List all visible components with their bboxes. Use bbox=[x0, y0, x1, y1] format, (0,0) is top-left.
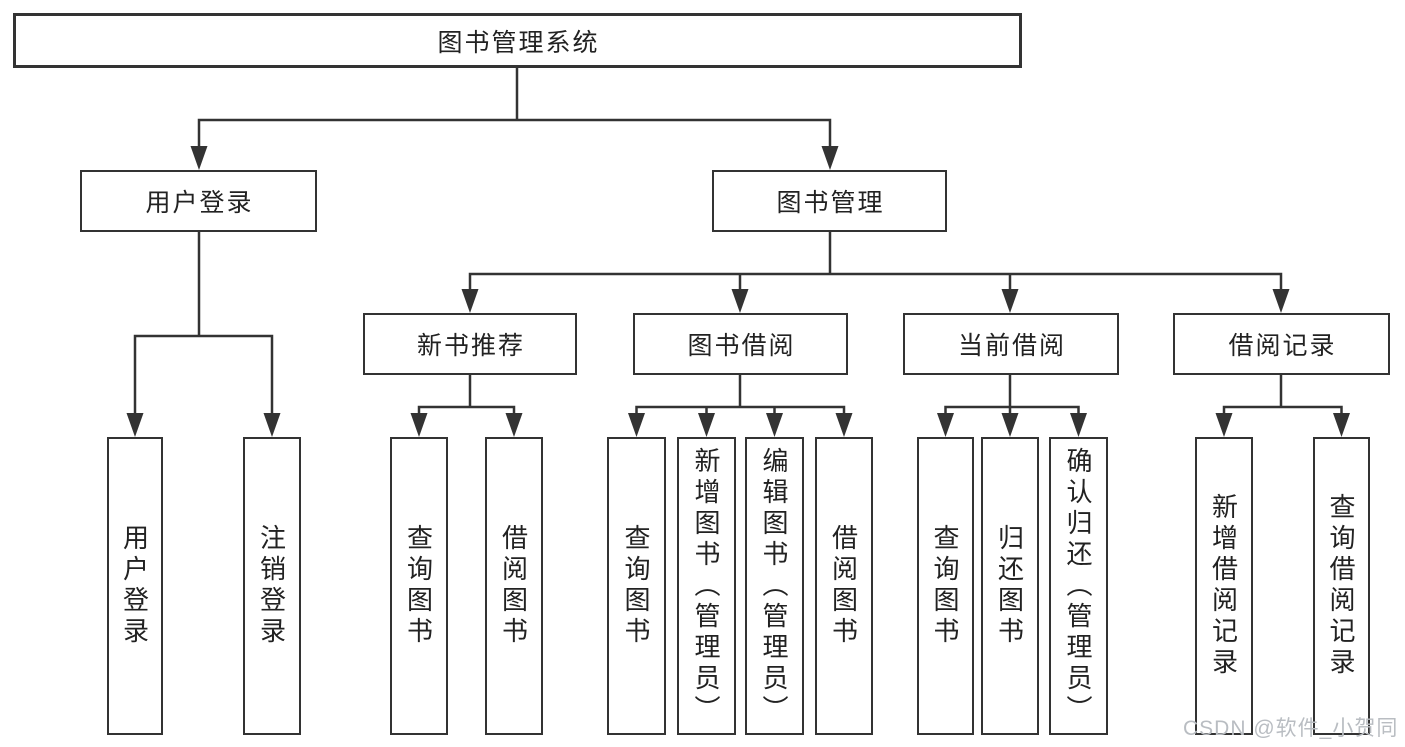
leaf-add-book-admin: 新增图书（管理员） bbox=[677, 437, 736, 735]
leaf-query-borrow-record: 查询借阅记录 bbox=[1313, 437, 1370, 735]
leaf-query-books-recommend: 查询图书 bbox=[390, 437, 448, 735]
arrowheads bbox=[126, 146, 1350, 437]
node-book-management: 图书管理 bbox=[712, 170, 947, 232]
node-current-borrow: 当前借阅 bbox=[903, 313, 1119, 375]
node-book-borrow: 图书借阅 bbox=[633, 313, 848, 375]
connector-lines bbox=[133, 68, 1343, 416]
leaf-add-borrow-record: 新增借阅记录 bbox=[1195, 437, 1253, 735]
leaf-edit-book-admin: 编辑图书（管理员） bbox=[745, 437, 804, 735]
leaf-query-books-current: 查询图书 bbox=[917, 437, 974, 735]
leaf-return-books: 归还图书 bbox=[981, 437, 1039, 735]
node-borrow-records: 借阅记录 bbox=[1173, 313, 1390, 375]
leaf-borrow-books-recommend: 借阅图书 bbox=[485, 437, 543, 735]
leaf-query-books-borrow: 查询图书 bbox=[607, 437, 666, 735]
leaf-borrow-books: 借阅图书 bbox=[815, 437, 873, 735]
leaf-confirm-return-admin: 确认归还（管理员） bbox=[1049, 437, 1108, 735]
leaf-logout: 注销登录 bbox=[243, 437, 301, 735]
node-library-management-system: 图书管理系统 bbox=[13, 13, 1022, 68]
leaf-user-login: 用户登录 bbox=[107, 437, 163, 735]
node-user-login: 用户登录 bbox=[80, 170, 317, 232]
node-new-book-recommend: 新书推荐 bbox=[363, 313, 577, 375]
